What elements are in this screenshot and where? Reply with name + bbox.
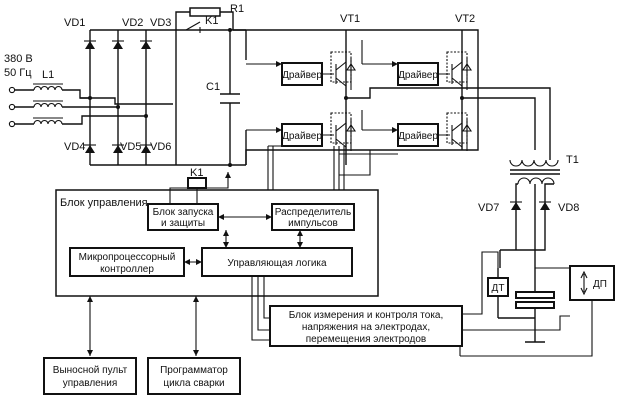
relay-k1-coil xyxy=(187,177,207,189)
measurement-block: Блок измерения и контроля тока, напряжен… xyxy=(251,251,570,356)
transistor-vt1-lower xyxy=(322,112,357,151)
welding-electrodes xyxy=(498,267,570,343)
resistor-r1-label: R1 xyxy=(230,3,244,15)
control-logic-label: Управляющая логика xyxy=(227,258,327,269)
diode-vd6: VD6 xyxy=(140,141,171,153)
microcontroller-block: Микропроцессорный контроллер xyxy=(69,247,185,277)
startup-protection-line1: Блок запуска xyxy=(153,207,214,218)
transistor-vt2-upper xyxy=(438,51,473,90)
capacitor-c1: C1 xyxy=(206,28,240,167)
startup-protection-block: Блок запуска и защиты xyxy=(147,203,219,231)
welding-cycle-programmer-block: Программатор цикла сварки xyxy=(147,357,241,395)
inverter-bridge: VT1 VT2 Драйвер Драйвер Драйвер Драйвер xyxy=(246,13,536,208)
input-terminal-1 xyxy=(8,86,16,94)
remote-panel-line1: Выносной пульт xyxy=(53,365,128,376)
driver-1-label: Драйвер xyxy=(282,70,322,81)
measurement-line2: напряжения на электродах, xyxy=(302,322,430,333)
transformer-t1: T1 xyxy=(500,87,579,268)
diode-vd3: VD3 xyxy=(140,17,171,49)
driver-block-4: Драйвер xyxy=(397,123,439,147)
remote-panel-line2: управления xyxy=(63,378,118,389)
microcontroller-line2: контроллер xyxy=(100,264,154,275)
diode-vd7-label: VD7 xyxy=(478,202,499,214)
pulse-distributor-block: Распределитель импульсов xyxy=(271,203,355,231)
remote-control-panel-block: Выносной пульт управления xyxy=(43,357,137,395)
driver-block-2: Драйвер xyxy=(281,123,323,147)
input-choke-l1: L1 xyxy=(33,69,173,125)
control-unit: Блок управления K1 Блок запуска и защиты… xyxy=(55,167,379,297)
input-terminal-3 xyxy=(8,120,16,128)
relay-k1-and-resistor-r1: R1 K1 xyxy=(175,3,244,33)
programmer-line2: цикла сварки xyxy=(163,378,224,389)
input-terminal-2 xyxy=(8,103,16,111)
transistor-vt2-lower xyxy=(438,112,473,151)
diode-vd1: VD1 xyxy=(64,17,96,49)
diode-vd5-label: VD5 xyxy=(120,141,141,153)
measurement-line1: Блок измерения и контроля тока, xyxy=(289,310,444,321)
pulse-distributor-line1: Распределитель xyxy=(275,207,351,218)
transistor-group-vt2-label: VT2 xyxy=(455,13,475,25)
transistor-group-vt1-label: VT1 xyxy=(340,13,360,25)
microcontroller-line1: Микропроцессорный xyxy=(79,252,176,263)
choke-label: L1 xyxy=(42,69,54,81)
current-sensor-dt-label: ДТ xyxy=(492,283,505,294)
diode-vd2: VD2 xyxy=(112,17,143,49)
control-logic-block: Управляющая логика xyxy=(201,247,353,277)
current-sensor-dt: ДТ xyxy=(487,268,509,318)
displacement-sensor-dp: ДП xyxy=(460,265,615,357)
supply-input: 380 В 50 Гц xyxy=(4,53,34,128)
displacement-sensor-dp-label: ДП xyxy=(593,279,607,290)
diode-vd6-label: VD6 xyxy=(150,141,171,153)
diode-vd8-label: VD8 xyxy=(558,202,579,214)
driver-4-label: Драйвер xyxy=(398,131,438,142)
transistor-vt1-upper xyxy=(322,51,357,90)
measurement-line3: перемещения электродов xyxy=(306,334,426,345)
supply-voltage-label: 380 В xyxy=(4,53,33,65)
capacitor-c1-label: C1 xyxy=(206,81,220,93)
control-unit-label: Блок управления xyxy=(60,197,148,209)
diode-vd1-label: VD1 xyxy=(64,17,85,29)
diode-vd2-label: VD2 xyxy=(122,17,143,29)
startup-protection-line2: и защиты xyxy=(161,218,205,229)
diode-vd4-label: VD4 xyxy=(64,141,85,153)
driver-block-3: Драйвер xyxy=(397,62,439,86)
programmer-line1: Программатор xyxy=(160,365,228,376)
driver-3-label: Драйвер xyxy=(398,70,438,81)
rectifier-bridge: VD1 VD2 VD3 VD4 VD5 VD6 xyxy=(64,17,246,166)
transformer-t1-label: T1 xyxy=(566,154,579,166)
diode-vd5: VD5 xyxy=(112,141,141,153)
relay-k1-coil-label: K1 xyxy=(190,167,203,179)
diode-vd3-label: VD3 xyxy=(150,17,171,29)
output-rectifier: VD7 VD8 xyxy=(478,194,579,268)
driver-2-label: Драйвер xyxy=(282,131,322,142)
pulse-distributor-line2: импульсов xyxy=(288,218,338,229)
supply-frequency-label: 50 Гц xyxy=(4,67,32,79)
relay-k1-top-label: K1 xyxy=(205,15,218,27)
driver-block-1: Драйвер xyxy=(281,62,323,86)
diode-vd4: VD4 xyxy=(64,141,96,153)
